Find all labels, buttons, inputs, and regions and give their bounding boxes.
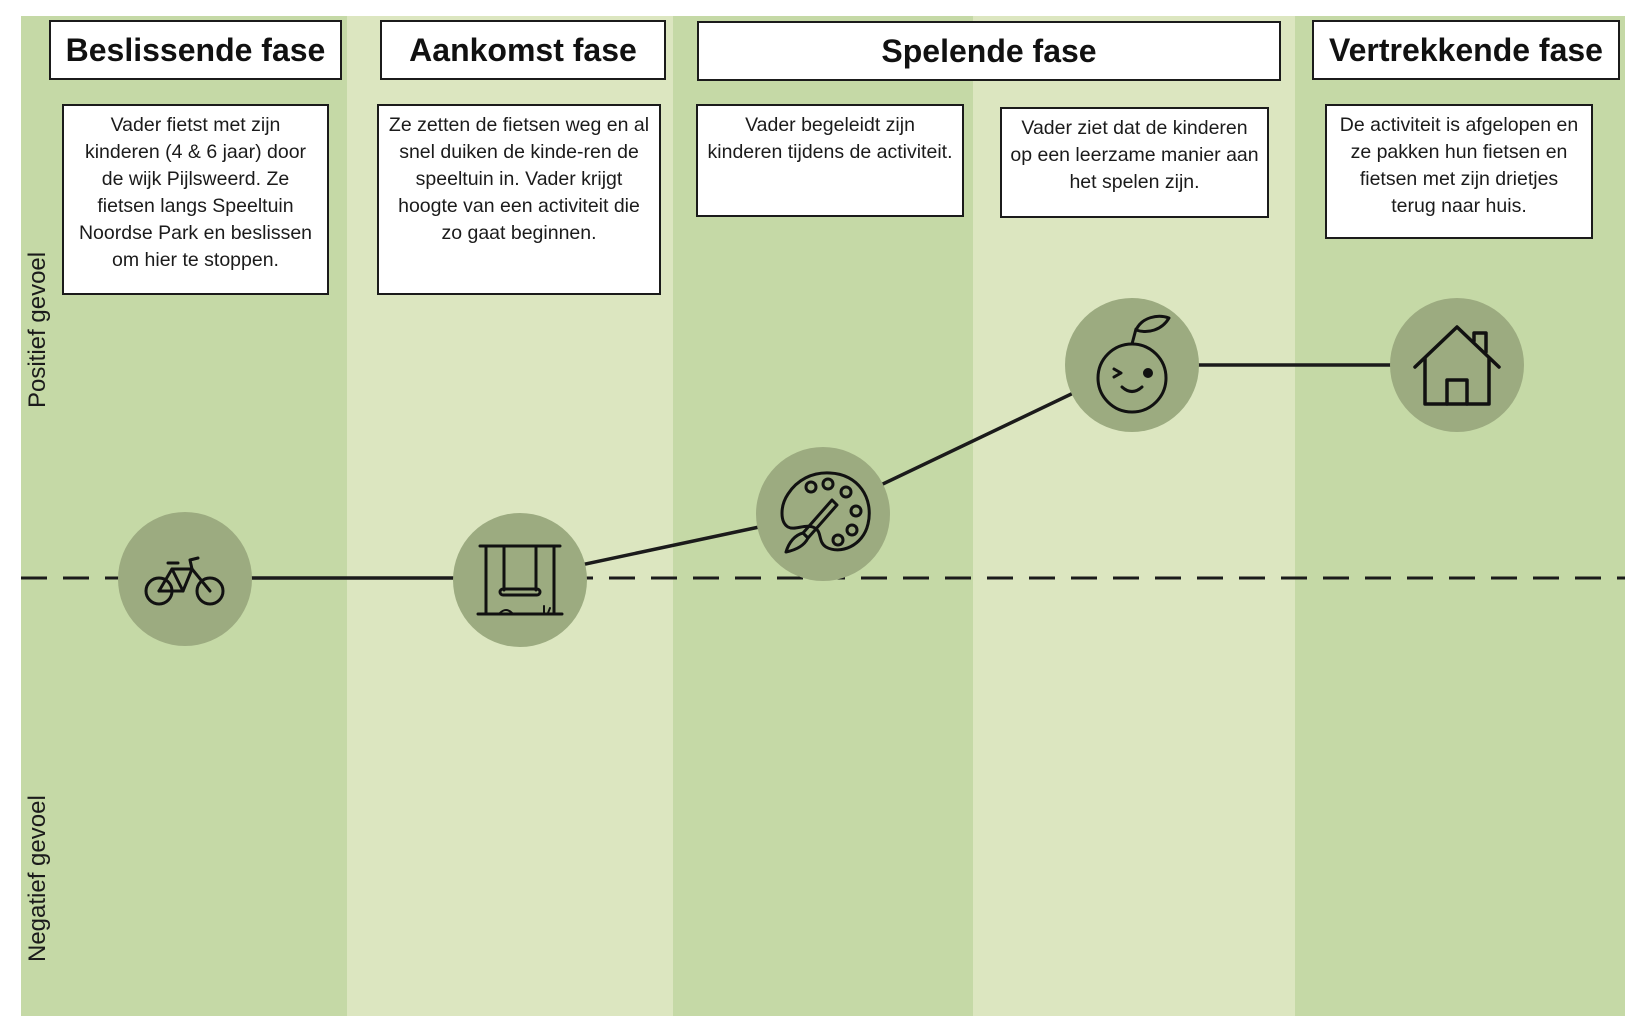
step-description-2: Ze zetten de fietsen weg en al snel duik… bbox=[377, 104, 661, 295]
journey-node-5 bbox=[1390, 298, 1524, 432]
step-description-5: De activiteit is afgelopen en ze pakken … bbox=[1325, 104, 1593, 239]
phase-title-vertrekkende: Vertrekkende fase bbox=[1312, 20, 1620, 80]
journey-node-3 bbox=[756, 447, 890, 581]
swing-icon bbox=[476, 544, 564, 616]
phase-title-spelende: Spelende fase bbox=[697, 21, 1281, 81]
paint-palette-icon bbox=[780, 471, 871, 554]
winking-apple-icon bbox=[1096, 314, 1171, 414]
phase-title-aankomst: Aankomst fase bbox=[380, 20, 666, 80]
house-icon bbox=[1413, 325, 1501, 406]
step-description-3: Vader begeleidt zijn kinderen tijdens de… bbox=[696, 104, 964, 217]
journey-node-2 bbox=[453, 513, 587, 647]
bicycle-icon bbox=[144, 556, 225, 606]
journey-node-4 bbox=[1065, 298, 1199, 432]
step-description-1: Vader fietst met zijn kinderen (4 & 6 ja… bbox=[62, 104, 329, 295]
step-description-4: Vader ziet dat de kinderen op een leerza… bbox=[1000, 107, 1269, 218]
phase-title-beslissende: Beslissende fase bbox=[49, 20, 342, 80]
journey-node-1 bbox=[118, 512, 252, 646]
